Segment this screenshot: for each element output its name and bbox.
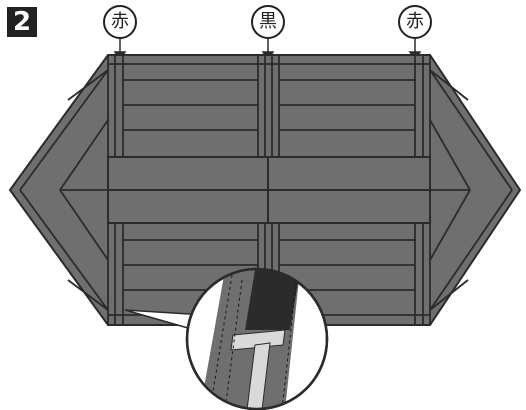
label-right-red: 赤 [398,5,432,39]
center-beam [107,156,431,224]
label-left-red: 赤 [103,5,137,39]
step-number-badge: 2 [7,7,37,37]
zoom-detail [185,267,329,410]
label-center-black: 黒 [251,5,285,39]
top-slats [108,63,430,131]
